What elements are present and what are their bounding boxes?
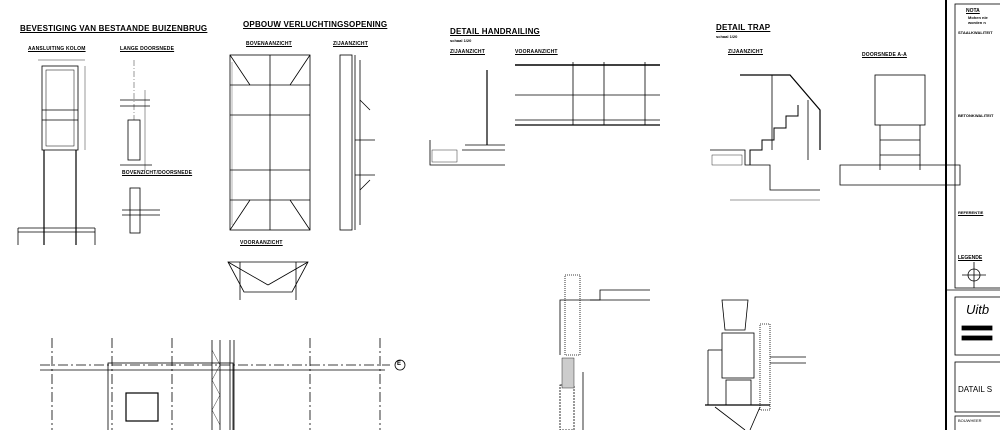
staal-heading: STAALKWALITEIT (958, 30, 993, 35)
bovenaanzicht-drawing (229, 54, 311, 231)
wand-doorsnede-drawing (559, 274, 650, 430)
nota-text: Mohen nie (968, 15, 988, 20)
view-label: VOORAANZICHT (515, 49, 558, 55)
bouwheer-label: BOUWHEER (958, 418, 982, 423)
nota-heading: NOTA (966, 8, 980, 14)
vooraanzicht-drawing (227, 261, 309, 300)
lange-doorsnede-drawing (120, 60, 160, 234)
beton-heading: BETONKWALITEIT (958, 113, 994, 118)
view-label: ZIJAANZICHT (450, 49, 485, 55)
title-fragment: Uitb (966, 302, 990, 317)
zijaanzicht-drawing (339, 54, 375, 231)
detail-fragment: DATAIL S (958, 385, 993, 394)
legende-heading: LEGENDE (958, 255, 983, 261)
nota-text: worden n (968, 20, 986, 25)
view-label: AANSLUITING KOLOM (28, 46, 86, 52)
view-label: VOORAANZICHT (240, 240, 283, 246)
doorsnede-aa-drawing (839, 74, 961, 186)
view-label: BOVENAANZICHT (246, 41, 292, 47)
referentie-heading: REFERENTIE (958, 210, 984, 215)
title-block-frame (945, 0, 1000, 430)
aansluiting-kolom-drawing (17, 59, 96, 245)
section-title-buizenbrug: BEVESTIGING VAN BESTAANDE BUIZENBRUG (20, 24, 208, 33)
view-label: ZIJAANZICHT (333, 41, 368, 47)
scale-label: schaal 1/20 (450, 38, 472, 43)
grid-marker-label: E (397, 361, 402, 367)
view-label: DOORSNEDE A-A (862, 52, 907, 58)
trap-zijaanzicht-drawing (710, 74, 821, 201)
scale-label: schaal 1/20 (716, 34, 738, 39)
handrailing-vooraanzicht-drawing (515, 62, 660, 126)
section-title-trap: DETAIL TRAP (716, 23, 771, 32)
view-label: LANGE DOORSNEDE (120, 46, 175, 52)
plattegrond-drawing (40, 338, 406, 430)
section-title-verluchting: OPBOUW VERLUCHTINGSOPENING (243, 20, 388, 29)
handrailing-zijaanzicht-drawing (429, 70, 505, 166)
ventilator-drawing (705, 299, 806, 430)
view-label: BOVENZICHT/DOORSNEDE (122, 170, 193, 176)
view-label: ZIJAANZICHT (728, 49, 763, 55)
section-title-handrailing: DETAIL HANDRAILING (450, 27, 540, 36)
